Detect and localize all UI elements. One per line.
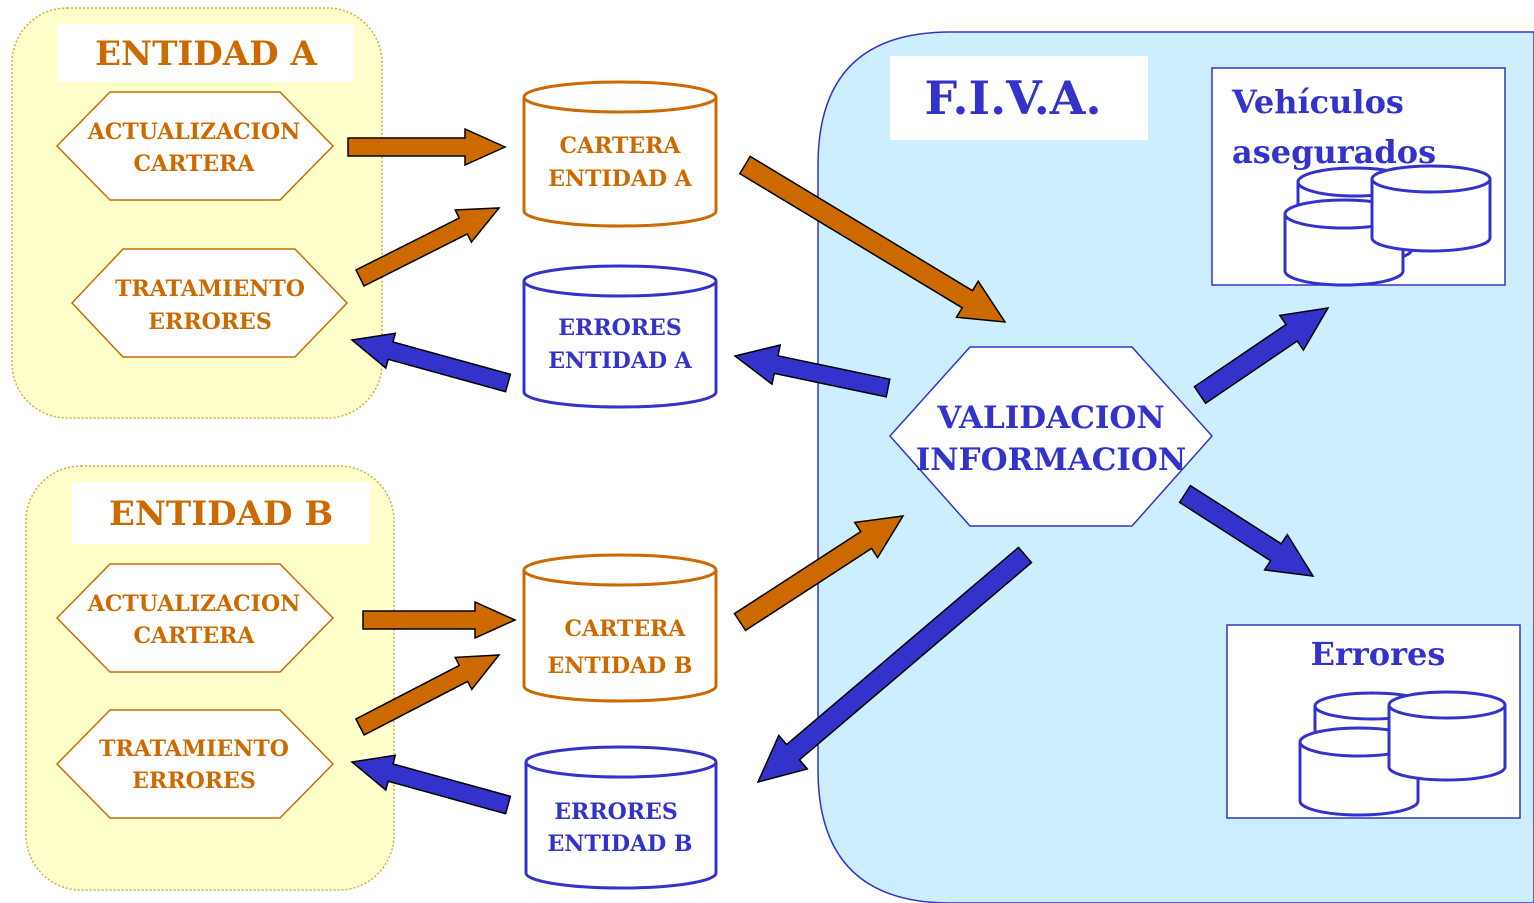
store-errores-b: ERRORES ENTIDAD B (524, 745, 718, 890)
store-cartera-b: CARTERA ENTIDAD B (522, 553, 718, 703)
vehicles-line1: Vehículos (1231, 83, 1404, 121)
entity-a-update-line2: CARTERA (134, 151, 256, 177)
entity-a-title: ENTIDAD A (95, 34, 317, 74)
arrow-update-to-cartera-a (347, 127, 507, 167)
validation-process: VALIDACION INFORMACION (888, 346, 1214, 527)
entity-b-panel: ENTIDAD B ACTUALIZACION CARTERA TRATAMIE… (25, 465, 395, 891)
errors-box-title: Errores (1311, 635, 1446, 673)
arrow-errores-b-to-treatment (350, 754, 512, 815)
arrow-validation-to-vehicles (1193, 307, 1330, 405)
arrow-errors-to-cartera-a (354, 207, 501, 288)
entity-a-errors-line1: TRATAMIENTO (115, 276, 305, 302)
fiva-panel: F.I.V.A. Vehículos asegurados Errores (817, 31, 1534, 903)
entity-a-update-line1: ACTUALIZACION (87, 119, 301, 145)
arrow-errores-a-to-treatment (350, 332, 512, 393)
errors-box: Errores (1226, 624, 1521, 819)
entity-b-update-line2: CARTERA (134, 623, 256, 649)
fiva-title: F.I.V.A. (925, 71, 1102, 125)
store-errores-a-line2: ENTIDAD A (548, 348, 692, 374)
store-errores-b-line1: ERRORES (554, 799, 677, 825)
entity-b-update-line1: ACTUALIZACION (87, 591, 301, 617)
entity-b-errors-line1: TRATAMIENTO (99, 736, 289, 762)
entity-a-update-process: ACTUALIZACION CARTERA (55, 91, 335, 201)
vehicles-database-icon (1283, 164, 1492, 287)
arrow-cartera-b-to-validation (733, 515, 905, 632)
entity-a-panel: ENTIDAD A ACTUALIZACION CARTERA TRATAMIE… (11, 7, 383, 419)
arrow-validation-to-errores-b (756, 546, 1033, 784)
arrow-cartera-a-to-validation (738, 155, 1007, 323)
store-cartera-b-line1: CARTERA (565, 616, 687, 642)
store-cartera-a-line2: ENTIDAD A (548, 166, 692, 192)
arrow-update-to-cartera-b (362, 600, 517, 640)
store-cartera-a-line1: CARTERA (560, 133, 682, 159)
store-cartera-a: CARTERA ENTIDAD A (522, 80, 718, 228)
entity-a-errors-line2: ERRORES (148, 309, 271, 335)
arrows-layer (347, 127, 1330, 815)
vehicles-line2: asegurados (1232, 133, 1436, 171)
entity-b-errors-line2: ERRORES (132, 768, 255, 794)
store-errores-a: ERRORES ENTIDAD A (522, 264, 718, 409)
errors-database-icon (1298, 690, 1507, 817)
validation-line1: VALIDACION (936, 400, 1164, 436)
entity-b-title: ENTIDAD B (109, 494, 333, 534)
store-cartera-b-line2: ENTIDAD B (547, 653, 692, 679)
validation-line2: INFORMACION (916, 442, 1187, 478)
entity-b-errors-process: TRATAMIENTO ERRORES (55, 709, 335, 819)
arrow-errors-to-cartera-b (354, 654, 501, 737)
arrow-validation-to-errors-box (1178, 484, 1315, 577)
store-errores-a-line1: ERRORES (558, 315, 681, 341)
entity-b-update-process: ACTUALIZACION CARTERA (55, 563, 335, 673)
arrow-validation-to-errores-a (733, 343, 891, 398)
vehicles-box: Vehículos asegurados (1211, 67, 1506, 287)
store-errores-b-line2: ENTIDAD B (547, 831, 692, 857)
entity-a-errors-process: TRATAMIENTO ERRORES (70, 248, 349, 358)
